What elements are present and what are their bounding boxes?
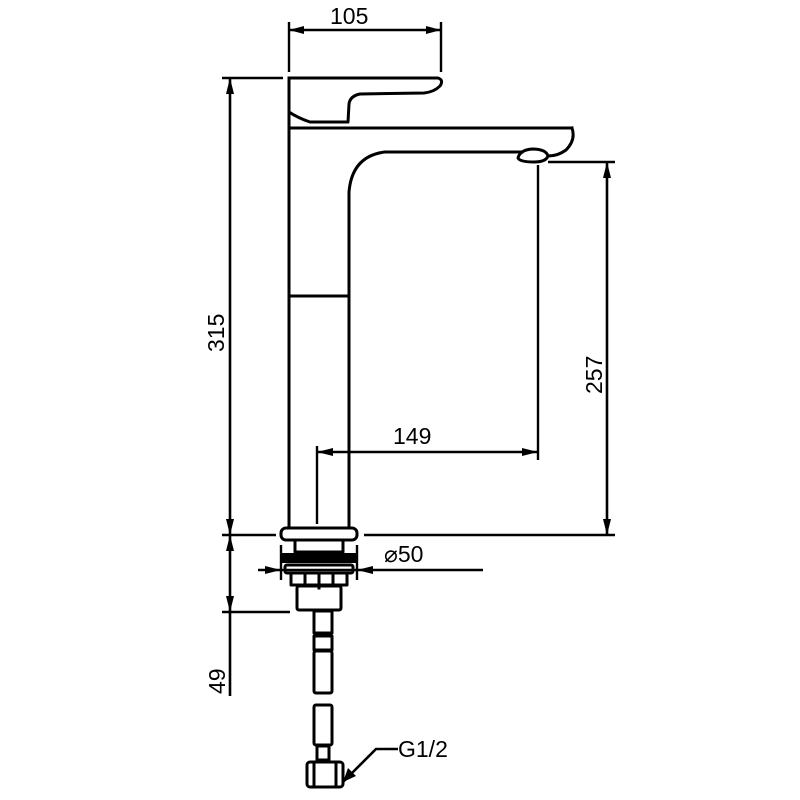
dimension-label-105: 105 bbox=[330, 3, 368, 29]
fixing-nut bbox=[295, 584, 343, 612]
dimension-label-257: 257 bbox=[581, 356, 607, 394]
hose-nut-g12 bbox=[305, 760, 345, 789]
dimension-label-149: 149 bbox=[393, 423, 431, 449]
dimension-handle-length: 105 bbox=[287, 3, 443, 72]
dimension-label-315: 315 bbox=[203, 314, 229, 352]
rubber-gasket bbox=[281, 553, 357, 563]
hose-ferrule-top bbox=[312, 634, 334, 652]
hose-connector-top bbox=[312, 609, 334, 635]
hose-segment-top bbox=[312, 649, 334, 695]
faucet-body bbox=[279, 76, 575, 542]
spout-underside bbox=[347, 150, 524, 530]
dimension-label-49: 49 bbox=[204, 668, 230, 694]
hose-segment-bottom bbox=[312, 703, 334, 747]
dimension-spout-height: 257 bbox=[364, 160, 615, 537]
callout-label-g12: G1/2 bbox=[398, 736, 448, 762]
callout-hose-thread: G1/2 bbox=[342, 736, 448, 783]
dimension-base-diameter: ⌀50 bbox=[258, 541, 483, 580]
dimension-spout-reach: 149 bbox=[315, 165, 540, 524]
base-flange bbox=[279, 526, 359, 542]
aerator bbox=[516, 147, 550, 164]
fixing-assembly bbox=[281, 538, 357, 612]
fixing-collar bbox=[293, 538, 345, 554]
spout-tip bbox=[546, 126, 575, 158]
lever-handle bbox=[287, 76, 444, 124]
dimension-fixing-height: 49 bbox=[204, 535, 290, 696]
hose-ferrule-bottom bbox=[315, 744, 331, 762]
dimension-total-height: 315 bbox=[203, 76, 283, 537]
dimension-label-diameter-50: ⌀50 bbox=[384, 541, 423, 567]
flexible-hose bbox=[305, 609, 345, 789]
